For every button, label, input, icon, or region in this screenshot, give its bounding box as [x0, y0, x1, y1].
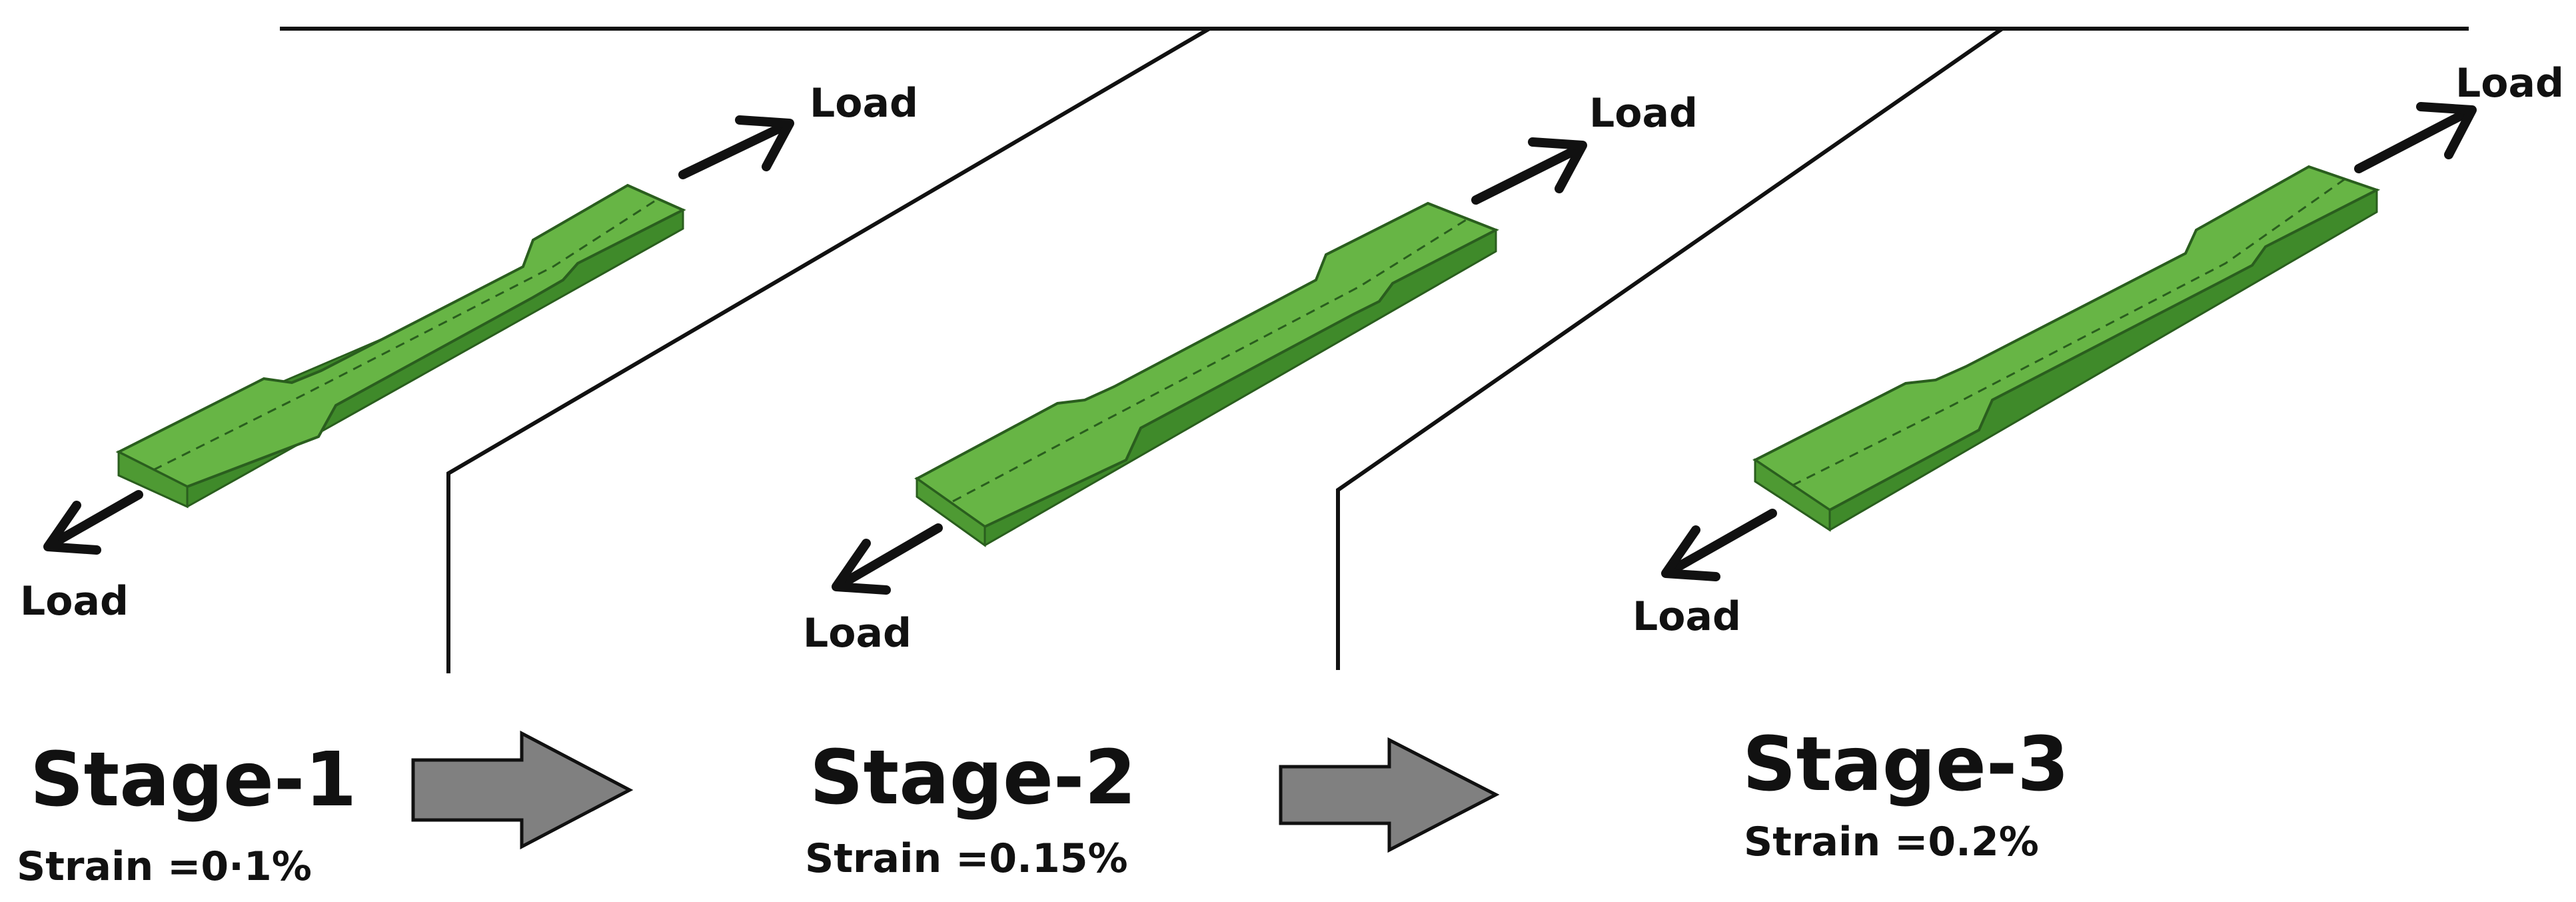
specimen-top-face [1752, 165, 2381, 512]
specimen-centerline [1792, 177, 2346, 487]
load-arrow-icon [832, 523, 943, 595]
stage-1-strain: Strain =0·1% [17, 843, 312, 890]
specimen-stage-1 [115, 183, 686, 509]
load-label-stage-1-top: Load [810, 80, 918, 127]
frame-lines [280, 27, 2469, 673]
load-label-stage-2-bottom: Load [803, 610, 912, 657]
stage-2-title: Stage-2 [810, 735, 1136, 821]
specimen-stage-2 [914, 201, 1499, 547]
specimen-end-face [916, 477, 986, 547]
divider-line-2 [1336, 27, 2004, 670]
specimen-stage-3 [1752, 165, 2381, 532]
load-label-stage-1-bottom: Load [20, 578, 129, 625]
load-label-stage-3-top: Load [2455, 60, 2564, 107]
stage-2-strain: Strain =0.15% [805, 835, 1128, 882]
specimen-top-face [115, 183, 686, 489]
load-arrow-icon [678, 115, 794, 179]
load-arrow-icon [1661, 509, 1777, 581]
stage-1-title: Stage-1 [30, 737, 356, 823]
divider-line-1 [446, 27, 1211, 673]
progress-arrow-icon [411, 730, 634, 850]
load-arrow-icon [2354, 102, 2477, 173]
specimen-end-face [117, 450, 189, 509]
load-arrows [43, 102, 2477, 595]
specimen-top-face [914, 201, 1499, 529]
stage-3-strain: Strain =0.2% [1744, 819, 2039, 865]
progress-arrow-icon [1279, 737, 1500, 853]
load-label-stage-3-bottom: Load [1632, 593, 1741, 640]
specimen-centerline [153, 199, 657, 471]
specimen-end-face [1754, 458, 1831, 532]
load-arrow-icon [1471, 137, 1587, 205]
specimen-centerline [952, 219, 1467, 503]
load-arrow-icon [43, 490, 143, 555]
stage-3-title: Stage-3 [1742, 721, 2069, 808]
load-label-stage-2-top: Load [1589, 90, 1698, 137]
